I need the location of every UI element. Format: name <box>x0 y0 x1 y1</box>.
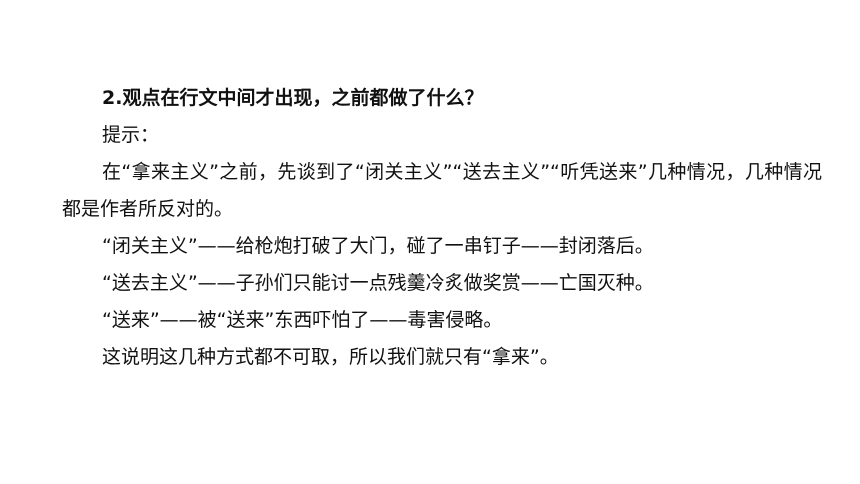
paragraph-situations: 在“拿来主义”之前，先谈到了“闭关主义”“送去主义”“听凭送来”几种情况，几种情… <box>62 161 822 220</box>
text-block: 2.观点在行文中间才出现，之前都做了什么？ 提示： 在“拿来主义”之前，先谈到了… <box>62 80 822 376</box>
paragraph-send-out: “送去主义”——子孙们只能讨一点残羹冷炙做奖赏——亡国灭种。 <box>102 272 654 294</box>
paragraph-closed-door: “闭关主义”——给枪炮打破了大门，碰了一串钉子——封闭落后。 <box>102 235 654 257</box>
hint-label: 提示： <box>102 124 160 146</box>
paragraph-conclusion: 这说明这几种方式都不可取，所以我们就只有“拿来”。 <box>102 346 559 368</box>
paragraph-sent-in: “送来”——被“送来”东西吓怕了——毒害侵略。 <box>102 309 503 331</box>
question-heading: 2.观点在行文中间才出现，之前都做了什么？ <box>102 87 484 109</box>
